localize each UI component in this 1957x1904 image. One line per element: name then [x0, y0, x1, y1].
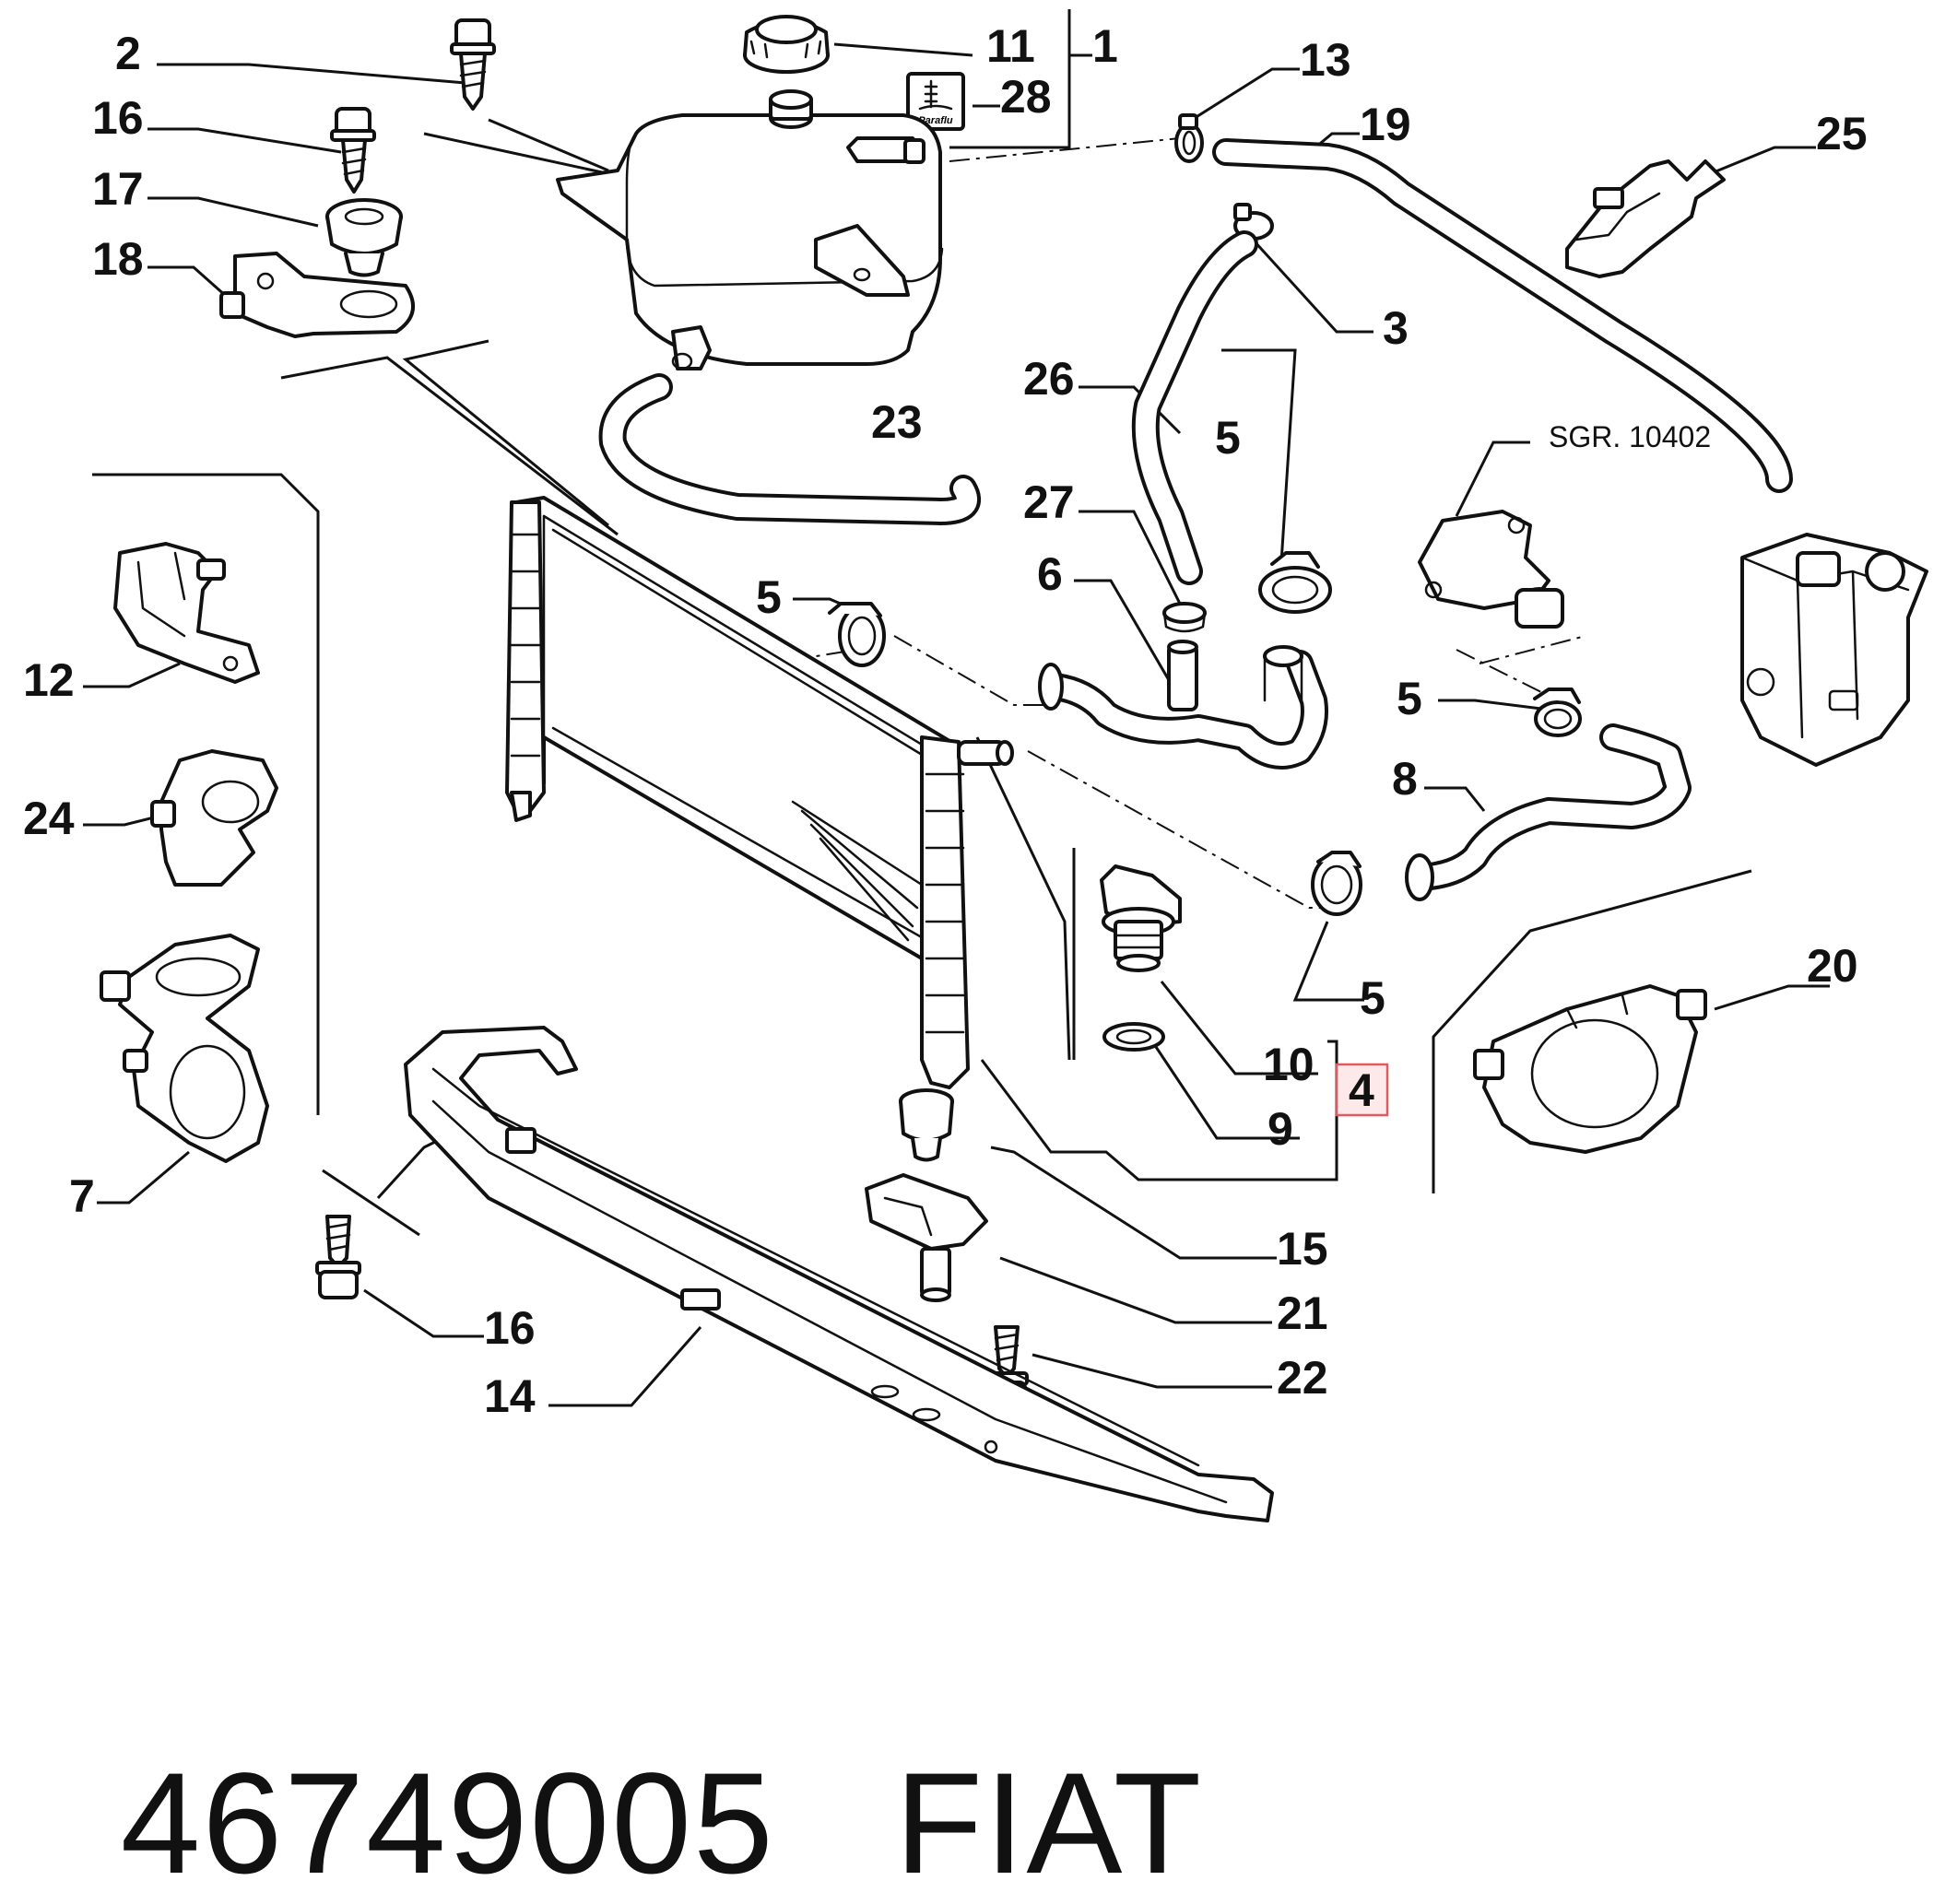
- callout-2: 2: [115, 28, 141, 79]
- clamp-part-5-right: [1533, 688, 1582, 737]
- callout-21: 21: [1277, 1287, 1328, 1339]
- clamp-part-5-lower: [1311, 851, 1362, 916]
- engine-block: [1740, 533, 1928, 767]
- callout-28: 28: [1000, 71, 1052, 123]
- callout-11: 11: [986, 20, 1035, 72]
- callout-16-top: 16: [92, 92, 144, 144]
- grommet-part-15: [899, 1088, 954, 1162]
- hose-part-19: [1212, 138, 1793, 493]
- screw-part-16-bottom: [315, 1215, 361, 1299]
- callout-9: 9: [1267, 1103, 1293, 1155]
- clamp-part-5-upper: [1258, 551, 1332, 614]
- crossmember-part-14: [404, 1026, 1274, 1522]
- bracket-part-25: [1565, 159, 1726, 278]
- callout-7: 7: [69, 1170, 95, 1222]
- screw-part-16-top: [330, 107, 376, 194]
- callout-10: 10: [1263, 1039, 1314, 1090]
- screw-part-2: [450, 18, 496, 111]
- callout-5-upper: 5: [1215, 412, 1241, 464]
- callout-4: 4: [1349, 1064, 1374, 1116]
- clamp-part-27: [1162, 602, 1207, 633]
- callout-16-bottom: 16: [484, 1302, 536, 1354]
- callout-24: 24: [23, 793, 75, 844]
- sgr-reference-label: SGR. 10402: [1549, 420, 1711, 453]
- brand-name: FIAT: [894, 1744, 1204, 1904]
- cap-part-11: [743, 15, 830, 74]
- clamp-part-13: [1174, 113, 1204, 163]
- callout-12: 12: [23, 654, 75, 706]
- callout-1: 1: [1092, 20, 1118, 72]
- clamp-part-20: [1473, 984, 1707, 1154]
- callout-22: 22: [1277, 1352, 1328, 1404]
- callout-14: 14: [484, 1370, 536, 1422]
- radiator-cooling-system-diagram: Paraflu: [23, 9, 1928, 1522]
- expansion-tank: [556, 89, 944, 370]
- callout-17: 17: [92, 163, 144, 215]
- callout-20: 20: [1807, 940, 1858, 992]
- callout-15: 15: [1277, 1223, 1328, 1275]
- clip-part-24: [150, 749, 278, 887]
- bracket-part-18: [219, 252, 415, 338]
- radiator: [505, 496, 1014, 1089]
- callout-5-lower: 5: [1360, 972, 1385, 1024]
- callout-8: 8: [1392, 753, 1418, 805]
- bracket-part-21: [865, 1173, 988, 1302]
- callout-26: 26: [1023, 353, 1075, 405]
- callout-19: 19: [1360, 99, 1411, 150]
- callout-18: 18: [92, 233, 144, 285]
- hose-part-8: [1405, 723, 1692, 901]
- leader-lines: [83, 9, 1830, 1407]
- tee-hose-part-6: [1038, 640, 1328, 770]
- thermostat-housing: SGR. 10402: [1418, 420, 1711, 629]
- part-code: 46749005: [120, 1744, 775, 1904]
- callout-25: 25: [1816, 108, 1868, 159]
- highlight-box-part-4: [1335, 1063, 1389, 1117]
- clamp-part-7: [100, 934, 269, 1163]
- callout-3: 3: [1383, 302, 1409, 354]
- callout-23: 23: [871, 396, 923, 448]
- callout-numbers: 2 16 17 18 11 1 28 13 19 25 3 26 5 27 6 …: [23, 20, 1868, 1422]
- hose-part-23: [598, 373, 981, 525]
- drain-plug-part-10: [1100, 864, 1182, 972]
- hose-part-26: [1131, 230, 1258, 585]
- clip-part-12: [113, 542, 260, 684]
- callout-6: 6: [1037, 548, 1063, 600]
- callout-27: 27: [1023, 476, 1075, 528]
- callout-13: 13: [1300, 34, 1351, 86]
- washer-part-9: [1102, 1022, 1165, 1052]
- grommet-part-17: [325, 198, 403, 277]
- callout-5-right: 5: [1397, 673, 1422, 724]
- callout-5-left: 5: [756, 571, 782, 623]
- clamp-part-5-left: [828, 602, 886, 667]
